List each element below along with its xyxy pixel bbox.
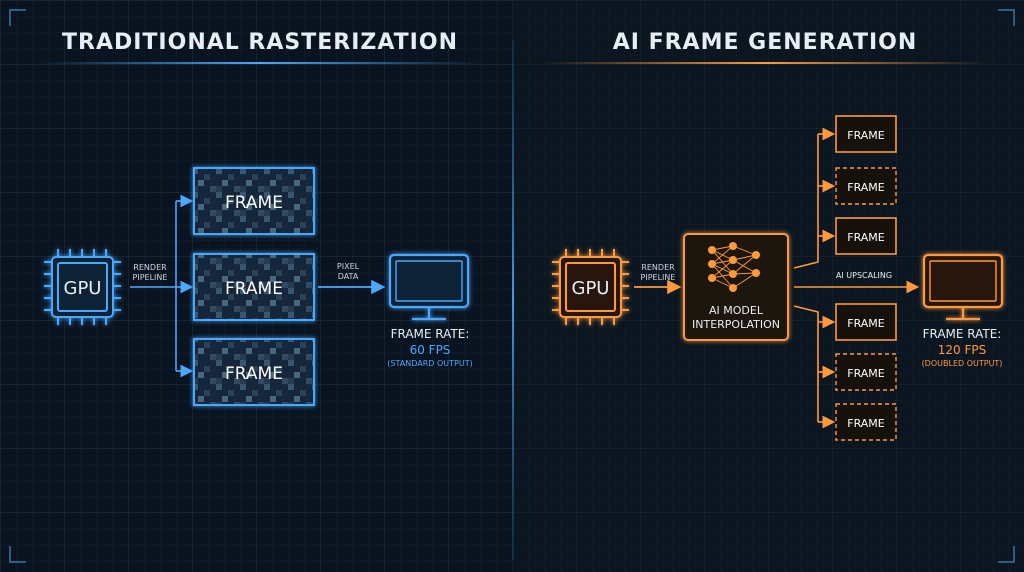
left-rate-note: (STANDARD OUTPUT) [387, 359, 472, 368]
left-frame-label: FRAME [225, 193, 283, 213]
monitor-icon [922, 253, 1004, 321]
right-frame-label: FRAME [847, 231, 885, 244]
right-frame-label: FRAME [847, 317, 885, 330]
right-rate-value: 120 FPS [938, 343, 986, 357]
right-frame-5-generated: FRAME [835, 353, 897, 391]
right-gpu-label: GPU [572, 278, 610, 299]
right-frame-6-generated: FRAME [835, 403, 897, 441]
ai-model-label-2: INTERPOLATION [692, 318, 780, 331]
center-divider [512, 40, 514, 560]
right-frame-label: FRAME [847, 417, 885, 430]
left-connector-tree [130, 194, 194, 378]
right-rate-label: FRAME RATE: [923, 327, 1002, 341]
left-gpu-chip: GPU [44, 249, 121, 325]
corner-brackets [9, 9, 1015, 563]
left-title-underline [40, 62, 480, 64]
gpu-chip-icon [552, 249, 629, 325]
right-render-label-2: PIPELINE [641, 273, 676, 282]
left-panel: TRADITIONAL RASTERIZATION GPU RENDER PIP… [40, 30, 480, 406]
left-pixel-label-2: DATA [338, 272, 359, 281]
right-frame-label: FRAME [847, 181, 885, 194]
right-frame-1: FRAME [835, 115, 897, 153]
left-rate-label: FRAME RATE: [391, 327, 470, 341]
right-gpu-chip: GPU [552, 249, 629, 325]
left-frame-label: FRAME [225, 279, 283, 299]
right-frame-4: FRAME [835, 303, 897, 341]
right-frame-3: FRAME [835, 217, 897, 255]
left-pixel-label-1: PIXEL [337, 262, 360, 271]
monitor-icon [388, 253, 470, 321]
right-frame-label: FRAME [847, 367, 885, 380]
right-panel: AI FRAME GENERATION GPU RENDER PIPELINE [540, 30, 1004, 441]
right-title: AI FRAME GENERATION [613, 30, 918, 55]
left-render-label-2: PIPELINE [133, 273, 168, 282]
left-render-label-1: RENDER [133, 263, 167, 272]
left-frame-label: FRAME [225, 364, 283, 384]
gpu-chip-icon [44, 249, 121, 325]
right-frame-2-generated: FRAME [835, 167, 897, 205]
right-connector-tree [793, 127, 920, 429]
right-title-underline [540, 62, 990, 64]
neural-network-icon [708, 242, 760, 292]
ai-model-label-1: AI MODEL [709, 304, 764, 317]
left-frame-3: FRAME [193, 338, 315, 406]
left-title: TRADITIONAL RASTERIZATION [62, 30, 458, 55]
left-rate-value: 60 FPS [410, 343, 451, 357]
left-frame-1: FRAME [193, 167, 315, 235]
left-frame-2: FRAME [193, 253, 315, 321]
right-render-label-1: RENDER [641, 263, 675, 272]
right-rate-note: (DOUBLED OUTPUT) [922, 359, 1003, 368]
left-gpu-label: GPU [64, 278, 102, 299]
ai-model-box: AI MODEL INTERPOLATION [683, 233, 789, 341]
ai-upscaling-label: AI UPSCALING [836, 271, 892, 280]
right-frame-label: FRAME [847, 129, 885, 142]
